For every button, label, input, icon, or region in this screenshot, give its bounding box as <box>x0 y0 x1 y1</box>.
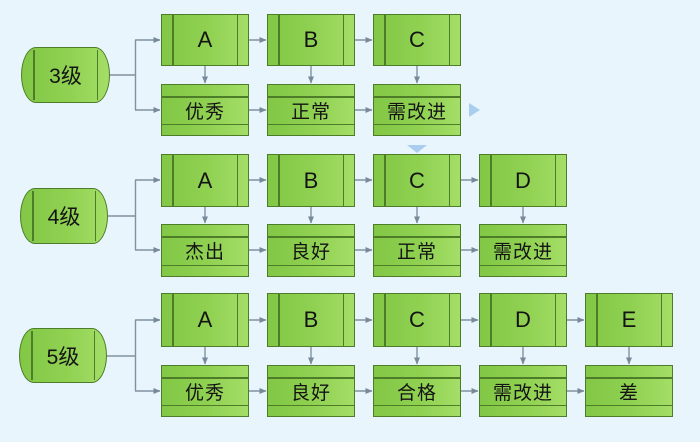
grade-letter-node: D <box>479 154 567 207</box>
grade-letter: A <box>197 307 213 332</box>
grade-letter-node: A <box>161 154 249 207</box>
grade-letter: C <box>409 27 425 52</box>
level-label: 5级 <box>46 345 80 369</box>
grade-letter: D <box>515 167 531 193</box>
grade-letter: C <box>409 307 425 332</box>
level-node-4: 4级 <box>20 188 108 244</box>
grade-label: 正常 <box>290 101 331 123</box>
grade-letter: C <box>409 167 425 193</box>
grade-label-node: 优秀 <box>161 365 249 417</box>
grade-label: 差 <box>618 382 639 404</box>
grade-label: 合格 <box>396 382 437 404</box>
grade-letter: B <box>303 27 319 52</box>
grade-label-node: 需改进 <box>479 224 567 277</box>
grade-letter-node: B <box>267 154 355 207</box>
grade-label: 优秀 <box>184 101 225 123</box>
grade-label-node: 需改进 <box>479 365 567 417</box>
grade-label-node: 正常 <box>373 224 461 277</box>
grade-label: 需改进 <box>386 101 447 123</box>
grade-label-node: 优秀 <box>161 84 249 136</box>
level-label: 3级 <box>49 65 82 88</box>
grade-label-node: 正常 <box>267 84 355 136</box>
grade-letter: A <box>197 27 213 52</box>
grade-letter-node: C <box>373 14 461 66</box>
grade-label: 杰出 <box>184 242 225 263</box>
grade-letter-node: B <box>267 14 355 66</box>
grade-label-node: 良好 <box>267 224 355 277</box>
grade-label-node: 良好 <box>267 365 355 417</box>
grade-letter: E <box>621 307 637 332</box>
grade-letter: D <box>515 307 531 332</box>
grade-label: 良好 <box>290 382 331 404</box>
grade-label-node: 合格 <box>373 365 461 417</box>
grade-label: 良好 <box>290 242 331 263</box>
level-node-5: 5级 <box>19 328 107 383</box>
grade-letter-node: D <box>479 293 567 347</box>
grade-letter-node: A <box>161 14 249 66</box>
grade-label-node: 差 <box>585 365 673 417</box>
grade-label-node: 需改进 <box>373 84 461 136</box>
grade-label: 需改进 <box>492 382 553 404</box>
chevron-down-icon[interactable] <box>407 145 427 153</box>
grade-letter-node: B <box>267 293 355 347</box>
level-label: 4级 <box>47 206 81 229</box>
grade-label: 正常 <box>396 242 437 263</box>
grade-label: 需改进 <box>492 242 553 263</box>
grade-letter-node: C <box>373 293 461 347</box>
grade-letter: B <box>303 307 319 332</box>
grade-letter: A <box>197 167 213 193</box>
grade-letter-node: A <box>161 293 249 347</box>
grade-label: 优秀 <box>184 382 225 404</box>
grade-label-node: 杰出 <box>161 224 249 277</box>
grade-letter-node: E <box>585 293 673 347</box>
chevron-right-icon[interactable] <box>469 103 480 117</box>
level-node-3: 3级 <box>21 47 110 103</box>
grade-letter-node: C <box>373 154 461 207</box>
grade-letter: B <box>303 167 319 193</box>
